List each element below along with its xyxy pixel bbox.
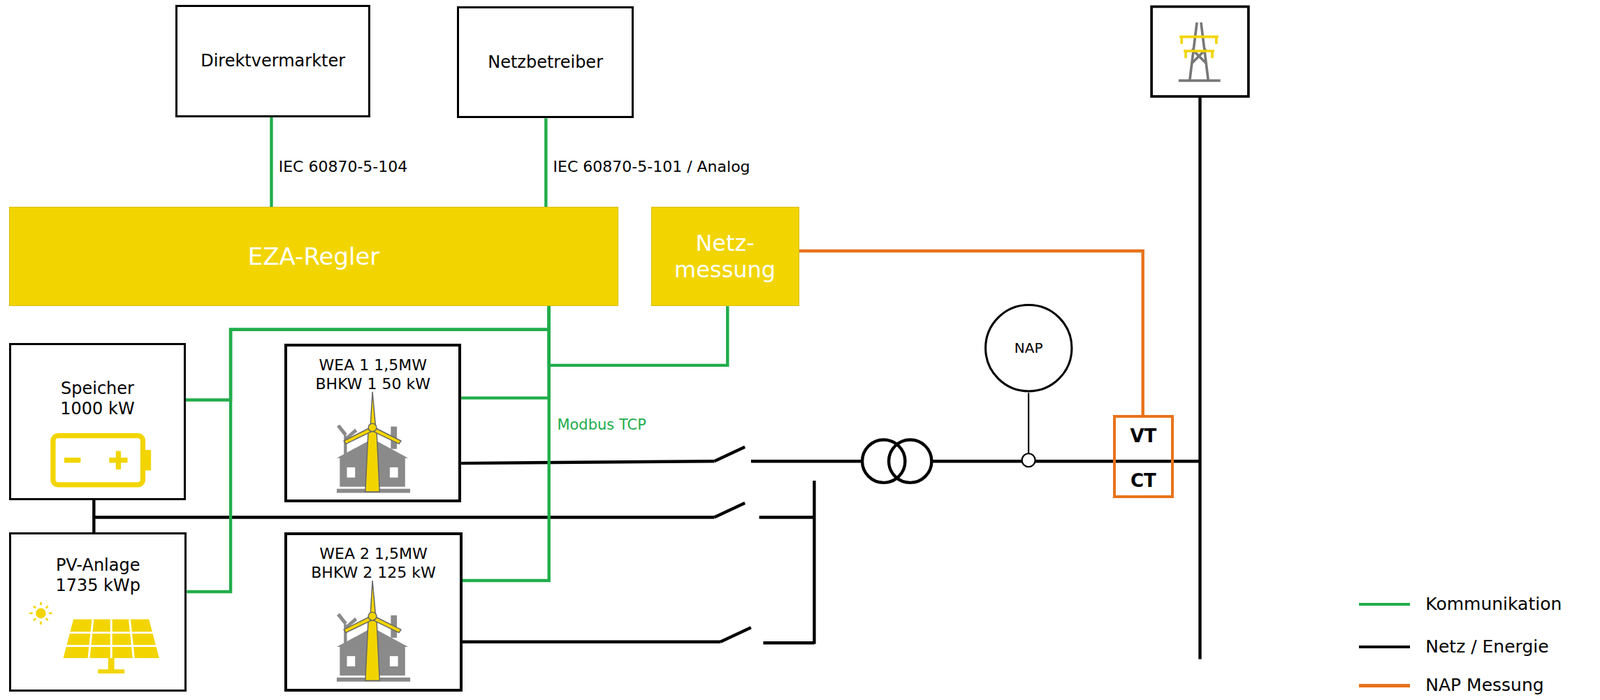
legend-swatch <box>1358 684 1410 687</box>
plant-icon <box>336 391 411 494</box>
legend-text: NAP Messung <box>1425 674 1544 696</box>
node-text: Netzbetreiber <box>487 52 603 73</box>
unit-box: Netzbetreiber <box>456 6 634 119</box>
node-text: PV-Anlage 1735 kWp <box>38 555 158 596</box>
unit-box: PV-Anlage 1735 kWp <box>9 532 187 692</box>
controller-box: EZA-Regler <box>9 206 619 307</box>
node-text: WEA 2 1,5MW <box>319 544 427 564</box>
unit-box: WEA 2 1,5MWBHKW 2 125 kW <box>284 532 462 692</box>
node-text: Direktvermarkter <box>200 51 346 72</box>
node-text: NAP <box>1014 339 1044 357</box>
node-text: VT <box>1130 425 1158 448</box>
nap-point <box>1022 453 1036 467</box>
node-text: BHKW 1 50 kW <box>315 375 432 394</box>
protocol-label: IEC 60870-5-101 / Analog <box>553 157 751 177</box>
bus-label: Modbus TCP <box>556 416 646 434</box>
legend-swatch <box>1358 602 1410 606</box>
node-text: BHKW 2 125 kW <box>310 563 436 583</box>
controller-box: Netz- messung <box>651 206 800 307</box>
comm-line <box>269 117 273 208</box>
measurement-box: VT CT <box>1113 415 1174 498</box>
circle-outline <box>985 304 1072 391</box>
measurement-line <box>799 250 1144 416</box>
unit-box: Direktvermarkter <box>175 4 371 118</box>
legend-text: Netz / Energie <box>1425 636 1549 658</box>
node-text: WEA 1 1,5MW <box>319 356 427 375</box>
legend-swatch <box>1358 645 1410 649</box>
pv-icon <box>29 602 159 674</box>
node-text: CT <box>1130 470 1157 492</box>
comm-line <box>185 306 550 400</box>
node-text: Speicher 1000 kW <box>41 378 154 420</box>
grid-symbol <box>1151 6 1249 97</box>
comm-line <box>544 118 548 207</box>
legend-text: Kommunikation <box>1425 593 1562 615</box>
battery-icon <box>53 435 151 485</box>
unit-box: Speicher 1000 kW <box>9 343 186 501</box>
comm-line <box>461 306 550 398</box>
node-text: Netz- messung <box>655 229 796 284</box>
comm-line <box>462 306 550 581</box>
comm-line <box>549 306 729 366</box>
comm-line <box>186 306 549 592</box>
power-lines <box>93 95 1200 659</box>
unit-box: WEA 1 1,5MWBHKW 1 50 kW <box>284 343 462 502</box>
node-text: EZA-Regler <box>248 242 381 272</box>
protocol-label: IEC 60870-5-104 <box>278 157 409 177</box>
nap-circle: NAP <box>983 303 1074 394</box>
